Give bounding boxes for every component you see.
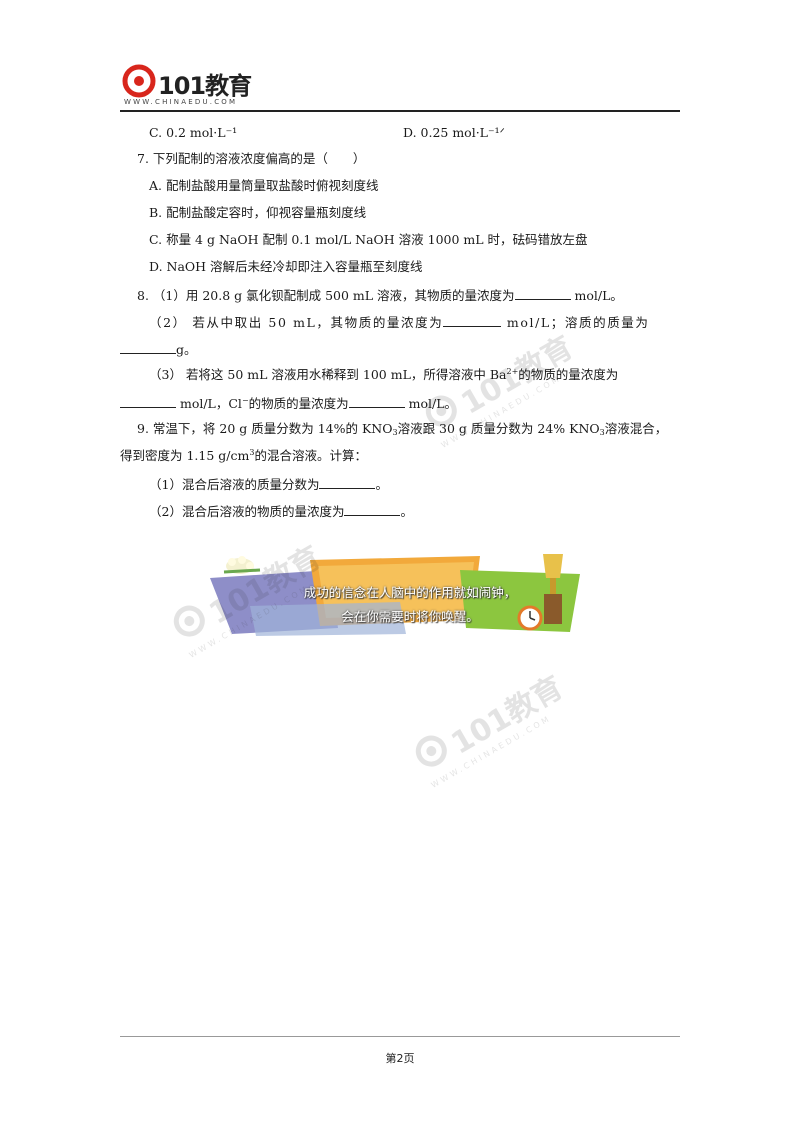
q9-text-c: 溶液混合， bbox=[604, 421, 668, 436]
q9-text-e: 的混合溶液。计算： bbox=[254, 448, 367, 463]
q7-option-a: A. 配制盐酸用量筒量取盐酸时俯视刻度线 bbox=[149, 178, 379, 193]
q9-part2-text: （2）混合后溶液的物质的量浓度为 bbox=[149, 504, 345, 519]
answer-blank bbox=[514, 286, 571, 300]
q8-part1-text: 8. （1）用 20.8 g 氯化钡配制成 500 mL 溶液，其物质的量浓度为 bbox=[137, 288, 515, 303]
q8-part3-mid2: 的物质的量浓度为 bbox=[248, 396, 349, 411]
footer-rule bbox=[120, 1036, 680, 1037]
trophy-icon bbox=[543, 554, 563, 624]
q8-part2-end: g。 bbox=[176, 342, 197, 357]
answer-blank bbox=[443, 313, 502, 327]
q6-option-c: C. 0.2 mol·L⁻¹ bbox=[149, 125, 238, 140]
q9-text-b: 溶液跟 30 g 质量分数为 24% KNO bbox=[397, 421, 600, 436]
clock-icon bbox=[517, 605, 543, 631]
q7-option-b: B. 配制盐酸定容时，仰视容量瓶刻度线 bbox=[149, 205, 367, 220]
q9-part1-end: 。 bbox=[375, 477, 388, 492]
q9-part1: （1）混合后溶液的质量分数为 。 bbox=[149, 475, 388, 493]
page-number: 第2页 bbox=[385, 1052, 415, 1065]
flowers-icon bbox=[223, 556, 261, 574]
q9-part2: （2）混合后溶液的物质的量浓度为 。 bbox=[149, 502, 413, 520]
logo-mark-icon bbox=[122, 64, 156, 98]
q8-part3-cl-charge: − bbox=[241, 396, 249, 405]
answer-blank bbox=[120, 394, 176, 408]
q9-stem-line1: 9. 常温下，将 20 g 质量分数为 14%的 KNO3溶液跟 30 g 质量… bbox=[137, 421, 667, 437]
q8-part2-text: （2） 若从中取出 50 mL，其物质的量浓度为 bbox=[149, 315, 444, 330]
q8-part1-unit: mol/L。 bbox=[570, 288, 623, 303]
watermark-3: 101教育 WWW.CHINAEDU.COM bbox=[408, 663, 575, 790]
banner-quote-line1: 成功的信念在人脑中的作用就如闹钟， bbox=[303, 585, 517, 600]
q6-option-d: D. 0.25 mol·L⁻¹ᐟ bbox=[403, 125, 505, 140]
watermark-logo-icon bbox=[173, 605, 205, 637]
q8-part3: （3） 若将这 50 mL 溶液用水稀释到 100 mL，所得溶液中 Ba2+的… bbox=[149, 367, 618, 383]
banner-quote-line2: 会在你需要时将你唤醒。 bbox=[341, 609, 479, 624]
q8-part2-mid: mol/L；溶质的质量为 bbox=[501, 315, 650, 330]
q8-part3-charge: 2+ bbox=[506, 367, 519, 376]
q9-part1-text: （1）混合后溶液的质量分数为 bbox=[149, 477, 320, 492]
q8-part3-unit: mol/L。 bbox=[404, 396, 458, 411]
q8-part3-mid: mol/L，Cl bbox=[176, 396, 242, 411]
q9-stem-line2: 得到密度为 1.15 g/cm3的混合溶液。计算： bbox=[120, 448, 367, 464]
logo-url: WWW.CHINAEDU.COM bbox=[124, 98, 238, 106]
answer-blank bbox=[344, 502, 401, 516]
q9-sub-b: 3 bbox=[599, 428, 605, 437]
q9-text-d: 得到密度为 1.15 g/cm bbox=[120, 448, 250, 463]
q7-option-c: C. 称量 4 g NaOH 配制 0.1 mol/L NaOH 溶液 1000… bbox=[149, 232, 588, 247]
watermark-text: 101教育 bbox=[445, 670, 570, 762]
logo-text: 101教育 bbox=[158, 72, 252, 100]
brand-logo: 101教育 WWW.CHINAEDU.COM bbox=[122, 64, 252, 108]
banner-graphic bbox=[210, 554, 580, 636]
q7-option-d: D. NaOH 溶解后未经冷却即注入容量瓶至刻度线 bbox=[149, 259, 423, 274]
q9-text-a: 9. 常温下，将 20 g 质量分数为 14%的 KNO bbox=[137, 421, 393, 436]
q8-part3-text: （3） 若将这 50 mL 溶液用水稀释到 100 mL，所得溶液中 Ba bbox=[149, 367, 507, 382]
answer-blank bbox=[120, 340, 176, 354]
answer-blank bbox=[348, 394, 405, 408]
watermark-logo-icon bbox=[415, 735, 447, 767]
q7-stem: 7. 下列配制的溶液浓度偏高的是（ ） bbox=[137, 151, 366, 166]
header-rule bbox=[120, 110, 680, 112]
q9-sup: 3 bbox=[249, 448, 255, 457]
q8-part1: 8. （1）用 20.8 g 氯化钡配制成 500 mL 溶液，其物质的量浓度为… bbox=[137, 286, 623, 304]
q8-part3-cont: mol/L，Cl−的物质的量浓度为 mol/L。 bbox=[120, 394, 457, 412]
q8-part2-cont: g。 bbox=[120, 340, 197, 358]
answer-blank bbox=[319, 475, 376, 489]
motivational-banner: 成功的信念在人脑中的作用就如闹钟， 会在你需要时将你唤醒。 bbox=[210, 548, 590, 636]
q9-sub-a: 3 bbox=[392, 428, 398, 437]
q8-part3-tail: 的物质的量浓度为 bbox=[518, 367, 619, 382]
watermark-url: WWW.CHINAEDU.COM bbox=[429, 713, 553, 790]
q8-part2: （2） 若从中取出 50 mL，其物质的量浓度为 mol/L；溶质的质量为 bbox=[149, 313, 650, 331]
q9-part2-end: 。 bbox=[400, 504, 413, 519]
